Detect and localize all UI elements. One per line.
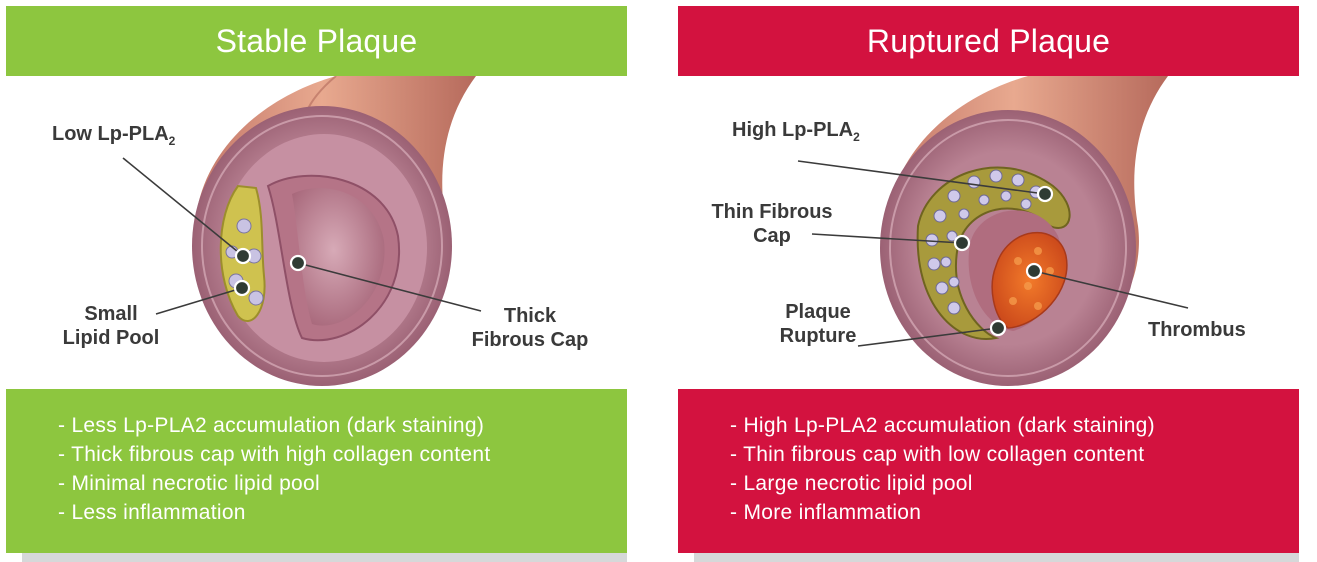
label-small-lipid-pool: Small Lipid Pool	[56, 302, 166, 350]
stable-plaque-title: Stable Plaque	[6, 6, 627, 76]
label-low-lp-pla2: Low Lp-PLA2	[52, 122, 175, 153]
bullet-item: Less Lp-PLA2 accumulation (dark staining…	[58, 411, 627, 440]
marker-thrombus	[1027, 264, 1041, 278]
bullet-item: More inflammation	[730, 498, 1299, 527]
bullet-item: High Lp-PLA2 accumulation (dark staining…	[730, 411, 1299, 440]
bullet-item: Large necrotic lipid pool	[730, 469, 1299, 498]
ruptured-plaque-title: Ruptured Plaque	[678, 6, 1299, 76]
stable-plaque-characteristics: Less Lp-PLA2 accumulation (dark staining…	[6, 389, 627, 553]
label-thin-fibrous-cap: Thin Fibrous Cap	[698, 200, 846, 248]
ruptured-plaque-characteristics: High Lp-PLA2 accumulation (dark staining…	[678, 389, 1299, 553]
bullet-item: Minimal necrotic lipid pool	[58, 469, 627, 498]
label-thick-fibrous-cap: Thick Fibrous Cap	[470, 304, 590, 352]
ruptured-bullet-list: High Lp-PLA2 accumulation (dark staining…	[730, 411, 1299, 527]
bullet-item: Thick fibrous cap with high collagen con…	[58, 440, 627, 469]
stable-bullet-list: Less Lp-PLA2 accumulation (dark staining…	[58, 411, 627, 527]
label-thrombus: Thrombus	[1148, 318, 1246, 342]
panel-card: Stable Plaque	[6, 6, 627, 553]
stable-plaque-illustration: Low Lp-PLA2 Small Lipid Pool Thick Fibro…	[6, 76, 627, 388]
ruptured-plaque-panel: Ruptured Plaque	[678, 6, 1299, 553]
bullet-item: Thin fibrous cap with low collagen conte…	[730, 440, 1299, 469]
label-high-lp-pla2: High Lp-PLA2	[732, 118, 860, 149]
label-plaque-rupture: Plaque Rupture	[770, 300, 866, 348]
marker-thin-fibrous-cap	[955, 236, 969, 250]
marker-plaque-rupture	[991, 321, 1005, 335]
panel-card: Ruptured Plaque	[678, 6, 1299, 553]
ruptured-plaque-illustration: High Lp-PLA2 Thin Fibrous Cap Plaque Rup…	[678, 76, 1299, 388]
marker-thick-fibrous-cap	[291, 256, 305, 270]
marker-low-lp-pla2	[236, 249, 250, 263]
marker-small-lipid-pool	[235, 281, 249, 295]
stable-plaque-panel: Stable Plaque	[6, 6, 627, 553]
marker-high-lp-pla2	[1038, 187, 1052, 201]
bullet-item: Less inflammation	[58, 498, 627, 527]
